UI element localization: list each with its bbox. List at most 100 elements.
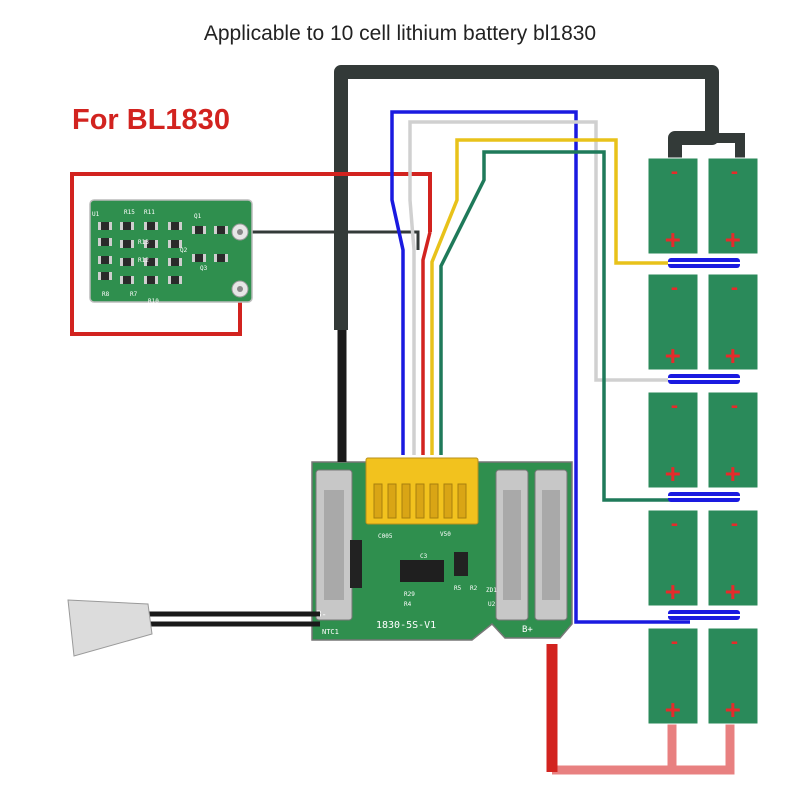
- sub-board-label: R13: [138, 239, 149, 246]
- smd-pad: [155, 240, 158, 248]
- smd-component: [120, 240, 134, 248]
- smd-pad: [109, 256, 112, 264]
- board-model-heading: For BL1830: [72, 104, 230, 136]
- smd-pad: [192, 254, 195, 262]
- sub-board-label: R10: [148, 298, 159, 305]
- smd-pad: [144, 276, 147, 284]
- cell-minus-sign: -: [729, 514, 740, 535]
- main-black-wire: [334, 65, 719, 330]
- battery-cell: -+: [647, 273, 699, 371]
- connector-slot: [457, 483, 467, 519]
- ntc-sensor: [67, 599, 153, 657]
- main-board-label: C3: [420, 553, 428, 560]
- main-black-wire-end: [712, 133, 745, 160]
- cell-minus-sign: -: [729, 162, 740, 183]
- red-frame-wire: [70, 172, 432, 336]
- smd-pad: [155, 222, 158, 230]
- smd-pad: [131, 276, 134, 284]
- ntc-label: NTC1: [322, 628, 339, 636]
- sub-board-label: Q1: [194, 213, 202, 220]
- smd-component: [168, 240, 182, 248]
- smd-pad: [225, 226, 228, 234]
- battery-cell: -+: [707, 627, 759, 725]
- battery-cell: -+: [647, 509, 699, 607]
- smd-pad: [179, 240, 182, 248]
- cell-plus-sign: +: [725, 577, 741, 607]
- smd-pad: [179, 258, 182, 266]
- smd-pad: [120, 276, 123, 284]
- sub-board-label: R8: [102, 291, 110, 298]
- main-board-label: C005: [378, 533, 393, 540]
- cell-minus-sign: -: [729, 632, 740, 653]
- smd-pad: [131, 258, 134, 266]
- cell-plus-sign: +: [665, 695, 681, 725]
- yellow-connector: [365, 457, 479, 525]
- battery-cell: -+: [707, 273, 759, 371]
- cell-minus-sign: -: [669, 162, 680, 183]
- smd-pad: [98, 238, 101, 246]
- battery-cell: -+: [647, 627, 699, 725]
- smd-pad: [144, 240, 147, 248]
- cell-plus-sign: +: [725, 341, 741, 371]
- cell-minus-sign: -: [729, 396, 740, 417]
- smd-component: [144, 276, 158, 284]
- smd-component: [98, 222, 112, 230]
- cell-plus-sign: +: [725, 695, 741, 725]
- cell-plus-sign: +: [725, 225, 741, 255]
- battery-cell: -+: [707, 391, 759, 489]
- smd-pad: [155, 276, 158, 284]
- cell-series-links: [668, 258, 740, 620]
- board-model-label: 1830-5S-V1: [376, 620, 436, 631]
- smd-pad: [203, 226, 206, 234]
- main-board-label: R4: [404, 601, 412, 608]
- sub-board-black-wire: [242, 230, 420, 250]
- yellow-balance-wire: [430, 138, 690, 455]
- smd-pad: [98, 272, 101, 280]
- cell-minus-sign: -: [669, 514, 680, 535]
- sub-board-label: R7: [130, 291, 138, 298]
- smd-pad: [155, 258, 158, 266]
- cell-plus-sign: +: [665, 341, 681, 371]
- smd-pad: [214, 254, 217, 262]
- cell-plus-sign: +: [665, 577, 681, 607]
- smd-component: [144, 258, 158, 266]
- sub-board-label: R11: [144, 209, 155, 216]
- smd-component: [120, 258, 134, 266]
- smd-component: [98, 272, 112, 280]
- connector-slot: [443, 483, 453, 519]
- blue-balance-wire: [390, 110, 690, 624]
- smd-pad: [168, 222, 171, 230]
- smd-component: [214, 226, 228, 234]
- cell-minus-sign: -: [729, 278, 740, 299]
- smd-component: [144, 222, 158, 230]
- cell-minus-sign: -: [669, 278, 680, 299]
- cell-plus-sign: +: [665, 459, 681, 489]
- cell-minus-sign: -: [669, 632, 680, 653]
- terminal-left: [315, 469, 353, 621]
- battery-cell: -+: [647, 157, 699, 255]
- sub-board-label: Q2: [180, 247, 188, 254]
- smd-component: [168, 276, 182, 284]
- b-plus-label: B+: [522, 625, 533, 635]
- smd-pad: [168, 240, 171, 248]
- smd-pad: [131, 240, 134, 248]
- main-board-label: R29: [404, 591, 415, 598]
- smd-component: [192, 226, 206, 234]
- connector-slot: [401, 483, 411, 519]
- smd-pad: [109, 272, 112, 280]
- smd-pad: [109, 238, 112, 246]
- smd-component: [144, 240, 158, 248]
- smd-component: [214, 254, 228, 262]
- battery-cell: -+: [707, 509, 759, 607]
- main-board-label: R2: [470, 585, 478, 592]
- battery-cell: -+: [647, 391, 699, 489]
- sub-board-label: U1: [92, 211, 100, 218]
- main-chip: [400, 560, 444, 582]
- connector-slot: [373, 483, 383, 519]
- pink-wire: [552, 722, 735, 775]
- smd-pad: [144, 258, 147, 266]
- smd-pad: [192, 226, 195, 234]
